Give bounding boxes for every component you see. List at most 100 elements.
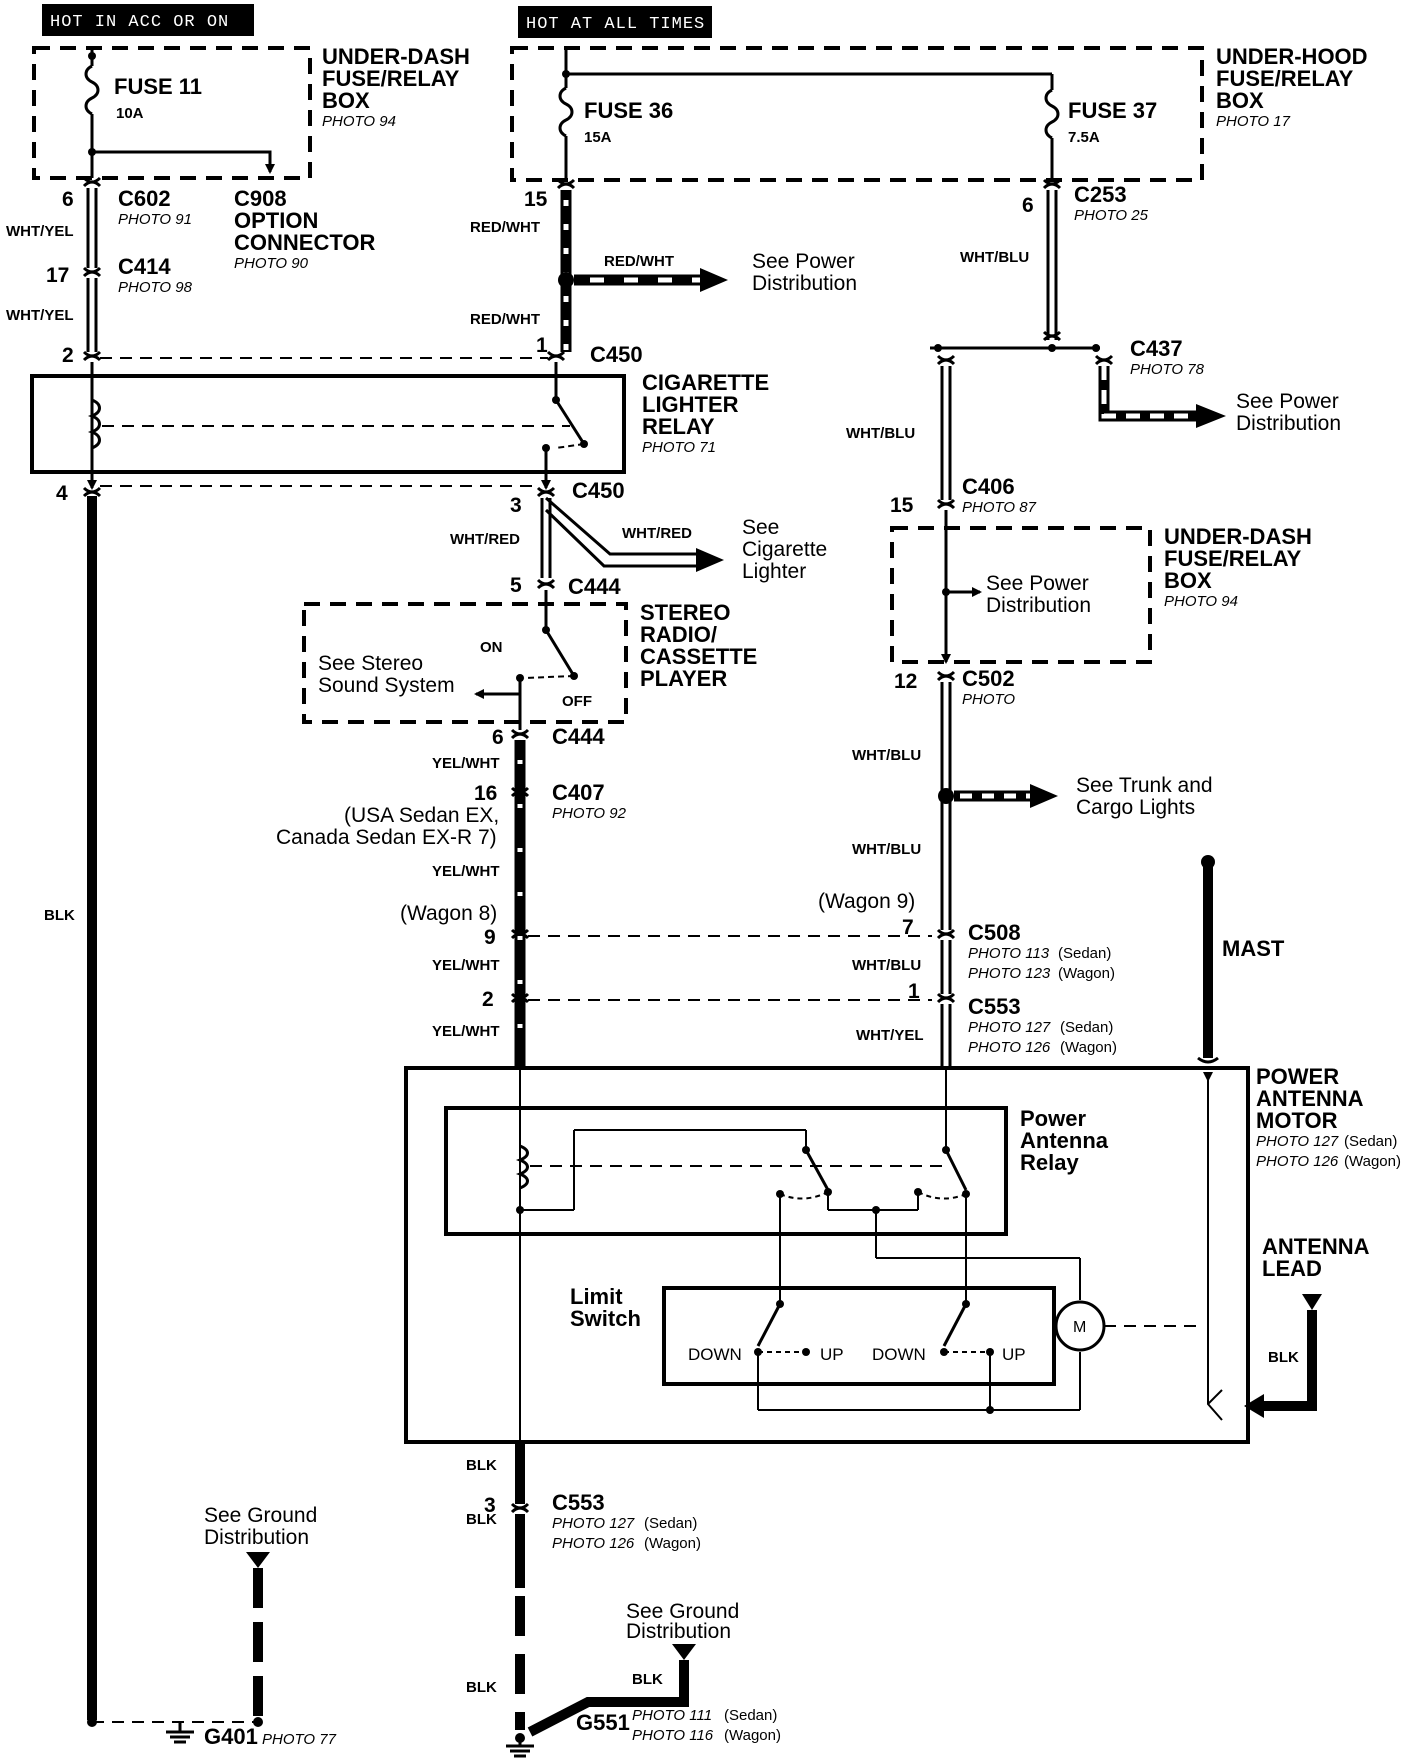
limit-switch-box [662, 1286, 1056, 1386]
ref-power-inside-2: Distribution [986, 594, 1091, 617]
wire-label-red-wht-1: RED/WHT [470, 219, 540, 236]
svg-text:6: 6 [492, 726, 504, 749]
fuse-11-rating: 10A [116, 105, 144, 122]
motor-m-label: M [1073, 1319, 1086, 1336]
svg-text:15: 15 [890, 494, 914, 517]
c407-label: C407 [552, 780, 605, 805]
svg-text:4: 4 [56, 482, 68, 505]
svg-text:5: 5 [510, 574, 522, 597]
wire-label-yel-wht-4: YEL/WHT [432, 1023, 500, 1040]
c908-label-2: OPTION [234, 208, 318, 233]
c502-label: C502 [962, 666, 1015, 691]
wire-label-wht-red-1: WHT/RED [450, 531, 520, 548]
svg-text:PHOTO 126: PHOTO 126 [552, 1535, 635, 1552]
svg-text:2: 2 [482, 988, 494, 1011]
c908-label-1: C908 [234, 186, 287, 211]
ground-symbol-g401 [166, 1722, 194, 1744]
underdash2-title-2: FUSE/RELAY [1164, 546, 1302, 571]
ref-power-inside-1: See Power [986, 572, 1089, 595]
c406-label: C406 [962, 474, 1015, 499]
underdash-photo: PHOTO 94 [322, 113, 396, 130]
svg-text:PHOTO 98: PHOTO 98 [118, 279, 193, 296]
svg-text:6: 6 [1022, 194, 1034, 217]
svg-text:(Wagon): (Wagon) [1058, 965, 1115, 982]
stereo-title-1: STEREO [640, 600, 730, 625]
ref-cig-1: See [742, 516, 779, 539]
relay-label-3: Relay [1020, 1150, 1079, 1175]
ref-trunk-2: Cargo Lights [1076, 796, 1195, 819]
stereo-title-2: RADIO/ [640, 622, 717, 647]
underhood-fuse-box [510, 46, 1204, 182]
wire-label-blk-2: BLK [466, 1511, 497, 1528]
svg-text:(Wagon 9): (Wagon 9) [818, 890, 915, 913]
g401-label: G401 [204, 1724, 258, 1749]
c553-top-label: C553 [968, 994, 1021, 1019]
svg-text:(Sedan): (Sedan) [1060, 1019, 1113, 1036]
wire-label-wht-yel-3: WHT/YEL [856, 1027, 924, 1044]
limit-up-2: UP [1002, 1345, 1026, 1364]
underdash2-title-3: BOX [1164, 568, 1212, 593]
relay-photo: PHOTO 71 [642, 439, 716, 456]
underhood-title-1: UNDER-HOOD [1216, 44, 1368, 69]
wire-label-blk-antenna: BLK [1268, 1349, 1299, 1366]
relay-label-2: Antenna [1020, 1128, 1109, 1153]
c553-bottom-label: C553 [552, 1490, 605, 1515]
svg-text:(Sedan): (Sedan) [724, 1707, 777, 1724]
svg-text:Canada Sedan EX-R 7): Canada Sedan EX-R 7) [276, 826, 497, 849]
svg-text:PHOTO 87: PHOTO 87 [962, 499, 1037, 516]
underdash-title-2: FUSE/RELAY [322, 66, 460, 91]
svg-text:PHOTO 127: PHOTO 127 [552, 1515, 635, 1532]
ref-ground-2b: Distribution [626, 1620, 731, 1643]
ref-ground-2a: See Ground [626, 1600, 739, 1623]
fuse-36-symbol [558, 86, 574, 138]
wire-label-wht-yel-1: WHT/YEL [6, 223, 74, 240]
svg-text:PHOTO: PHOTO [962, 691, 1015, 708]
wire-label-wht-red-2: WHT/RED [622, 525, 692, 542]
motor-title-3: MOTOR [1256, 1108, 1338, 1133]
ref-cig-2: Cigarette [742, 538, 827, 561]
svg-text:15: 15 [524, 188, 548, 211]
ref-power-1a: See Power [752, 250, 855, 273]
c450-bottom-label: C450 [572, 478, 625, 503]
c253-label: C253 [1074, 182, 1127, 207]
svg-text:(Wagon): (Wagon) [644, 1535, 701, 1552]
c602-connector [82, 176, 102, 188]
fuse-36-label: FUSE 36 [584, 98, 673, 123]
wire-label-wht-blu-5: WHT/BLU [852, 957, 921, 974]
svg-text:(Sedan): (Sedan) [1344, 1133, 1397, 1150]
wire-label-blk-4: BLK [632, 1671, 663, 1688]
fuse-11-symbol [84, 64, 100, 116]
svg-text:7: 7 [902, 916, 914, 939]
svg-text:(Sedan): (Sedan) [644, 1515, 697, 1532]
underdash-fuse-box-2 [890, 526, 1152, 664]
relay-title-3: RELAY [642, 414, 715, 439]
underdash-title-1: UNDER-DASH [322, 44, 470, 69]
ref-ground-1a: See Ground [204, 1504, 317, 1527]
svg-text:2: 2 [62, 344, 74, 367]
power-antenna-relay-box [444, 1106, 1008, 1236]
svg-text:PHOTO 123: PHOTO 123 [968, 965, 1051, 982]
svg-text:(USA Sedan EX,: (USA Sedan EX, [344, 804, 499, 827]
underdash-fuse-box [32, 46, 312, 180]
wire-label-blk-3: BLK [466, 1679, 497, 1696]
svg-text:PHOTO 127: PHOTO 127 [968, 1019, 1051, 1036]
stereo-radio-box [302, 602, 628, 724]
relay-label-1: Power [1020, 1106, 1086, 1131]
underhood-title-2: FUSE/RELAY [1216, 66, 1354, 91]
svg-text:PHOTO 111: PHOTO 111 [632, 1707, 712, 1724]
svg-text:PHOTO 126: PHOTO 126 [1256, 1153, 1339, 1170]
ref-power-2a: See Power [1236, 390, 1339, 413]
limit-down-1: DOWN [688, 1345, 742, 1364]
c508-label: C508 [968, 920, 1021, 945]
c444-top-label: C444 [568, 574, 621, 599]
mast-label: MAST [1222, 936, 1285, 961]
fuse-37-symbol [1044, 88, 1060, 140]
svg-text:PHOTO 25: PHOTO 25 [1074, 207, 1149, 224]
wire-label-red-wht-2: RED/WHT [470, 311, 540, 328]
svg-text:PHOTO 90: PHOTO 90 [234, 255, 309, 272]
svg-text:1: 1 [908, 980, 920, 1003]
svg-text:PHOTO 91: PHOTO 91 [118, 211, 192, 228]
svg-text:16: 16 [474, 782, 497, 805]
svg-text:PHOTO 127: PHOTO 127 [1256, 1133, 1339, 1150]
relay-title-1: CIGARETTE [642, 370, 769, 395]
